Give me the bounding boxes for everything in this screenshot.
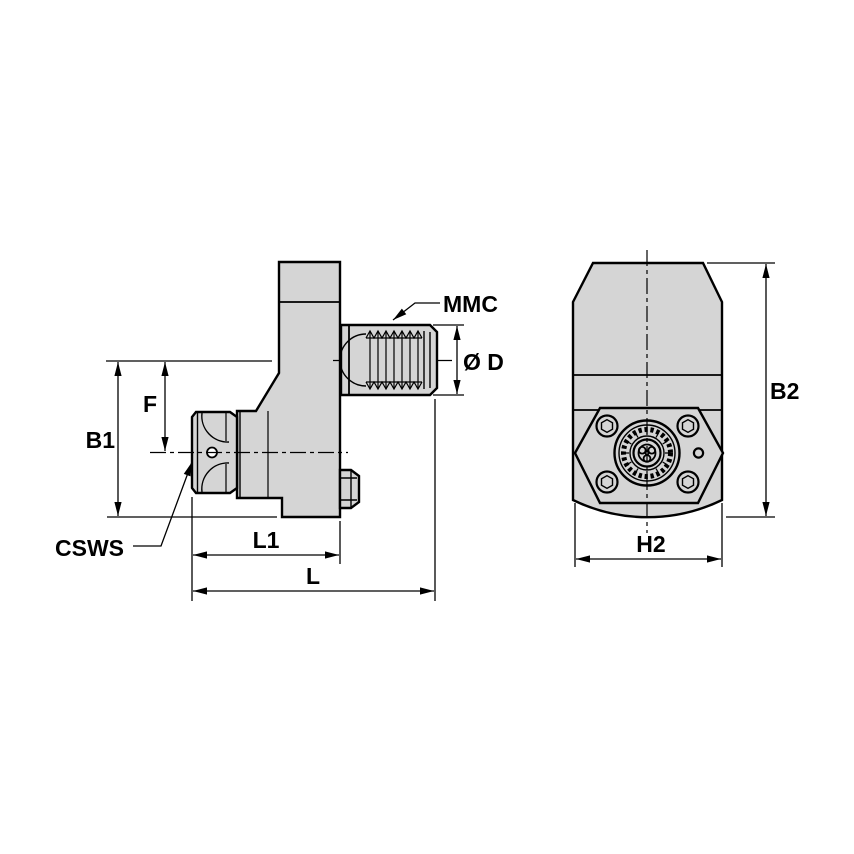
dim-label-l1: L1	[253, 527, 280, 553]
dim-label-h2: H2	[636, 531, 665, 557]
chuck-flange-lines	[239, 411, 269, 498]
side-view: B1 F CSWS L1 L MMC Ø D	[55, 260, 504, 601]
cap-screws	[595, 414, 700, 494]
centerlines-side	[150, 359, 452, 454]
cap-screw-hex	[681, 474, 695, 490]
dim-label-dia-d: Ø D	[463, 349, 504, 375]
cap-screw-hex	[600, 418, 614, 434]
clamp-bolt-side	[338, 468, 361, 510]
leader-csws	[133, 461, 193, 547]
clamp-bolt-outline	[338, 468, 361, 510]
dim-label-l: L	[306, 563, 320, 589]
cap-screw	[676, 470, 700, 494]
dim-label-csws: CSWS	[55, 535, 124, 561]
leader-mmc	[392, 302, 440, 321]
thread-connector-outline	[339, 323, 439, 397]
extension-lines-front	[574, 262, 775, 567]
cap-screw	[676, 414, 700, 438]
extension-lines-side	[106, 324, 464, 601]
dim-label-b1: B1	[86, 427, 116, 453]
dim-label-f: F	[143, 391, 157, 417]
cap-screw	[595, 470, 619, 494]
front-view: B2 H2	[571, 250, 799, 567]
dim-label-b2: B2	[770, 378, 799, 404]
cap-screw-hex	[681, 418, 695, 434]
side-view-body	[235, 260, 342, 519]
dim-label-mmc: MMC	[443, 291, 498, 317]
collet-nut-groove-bottom	[201, 462, 230, 493]
cap-screw	[595, 414, 619, 438]
collet-nut-groove-top	[201, 412, 230, 443]
cap-screw-hex	[600, 474, 614, 490]
flange-pin-hole	[692, 447, 705, 459]
thread-connector	[339, 323, 439, 397]
